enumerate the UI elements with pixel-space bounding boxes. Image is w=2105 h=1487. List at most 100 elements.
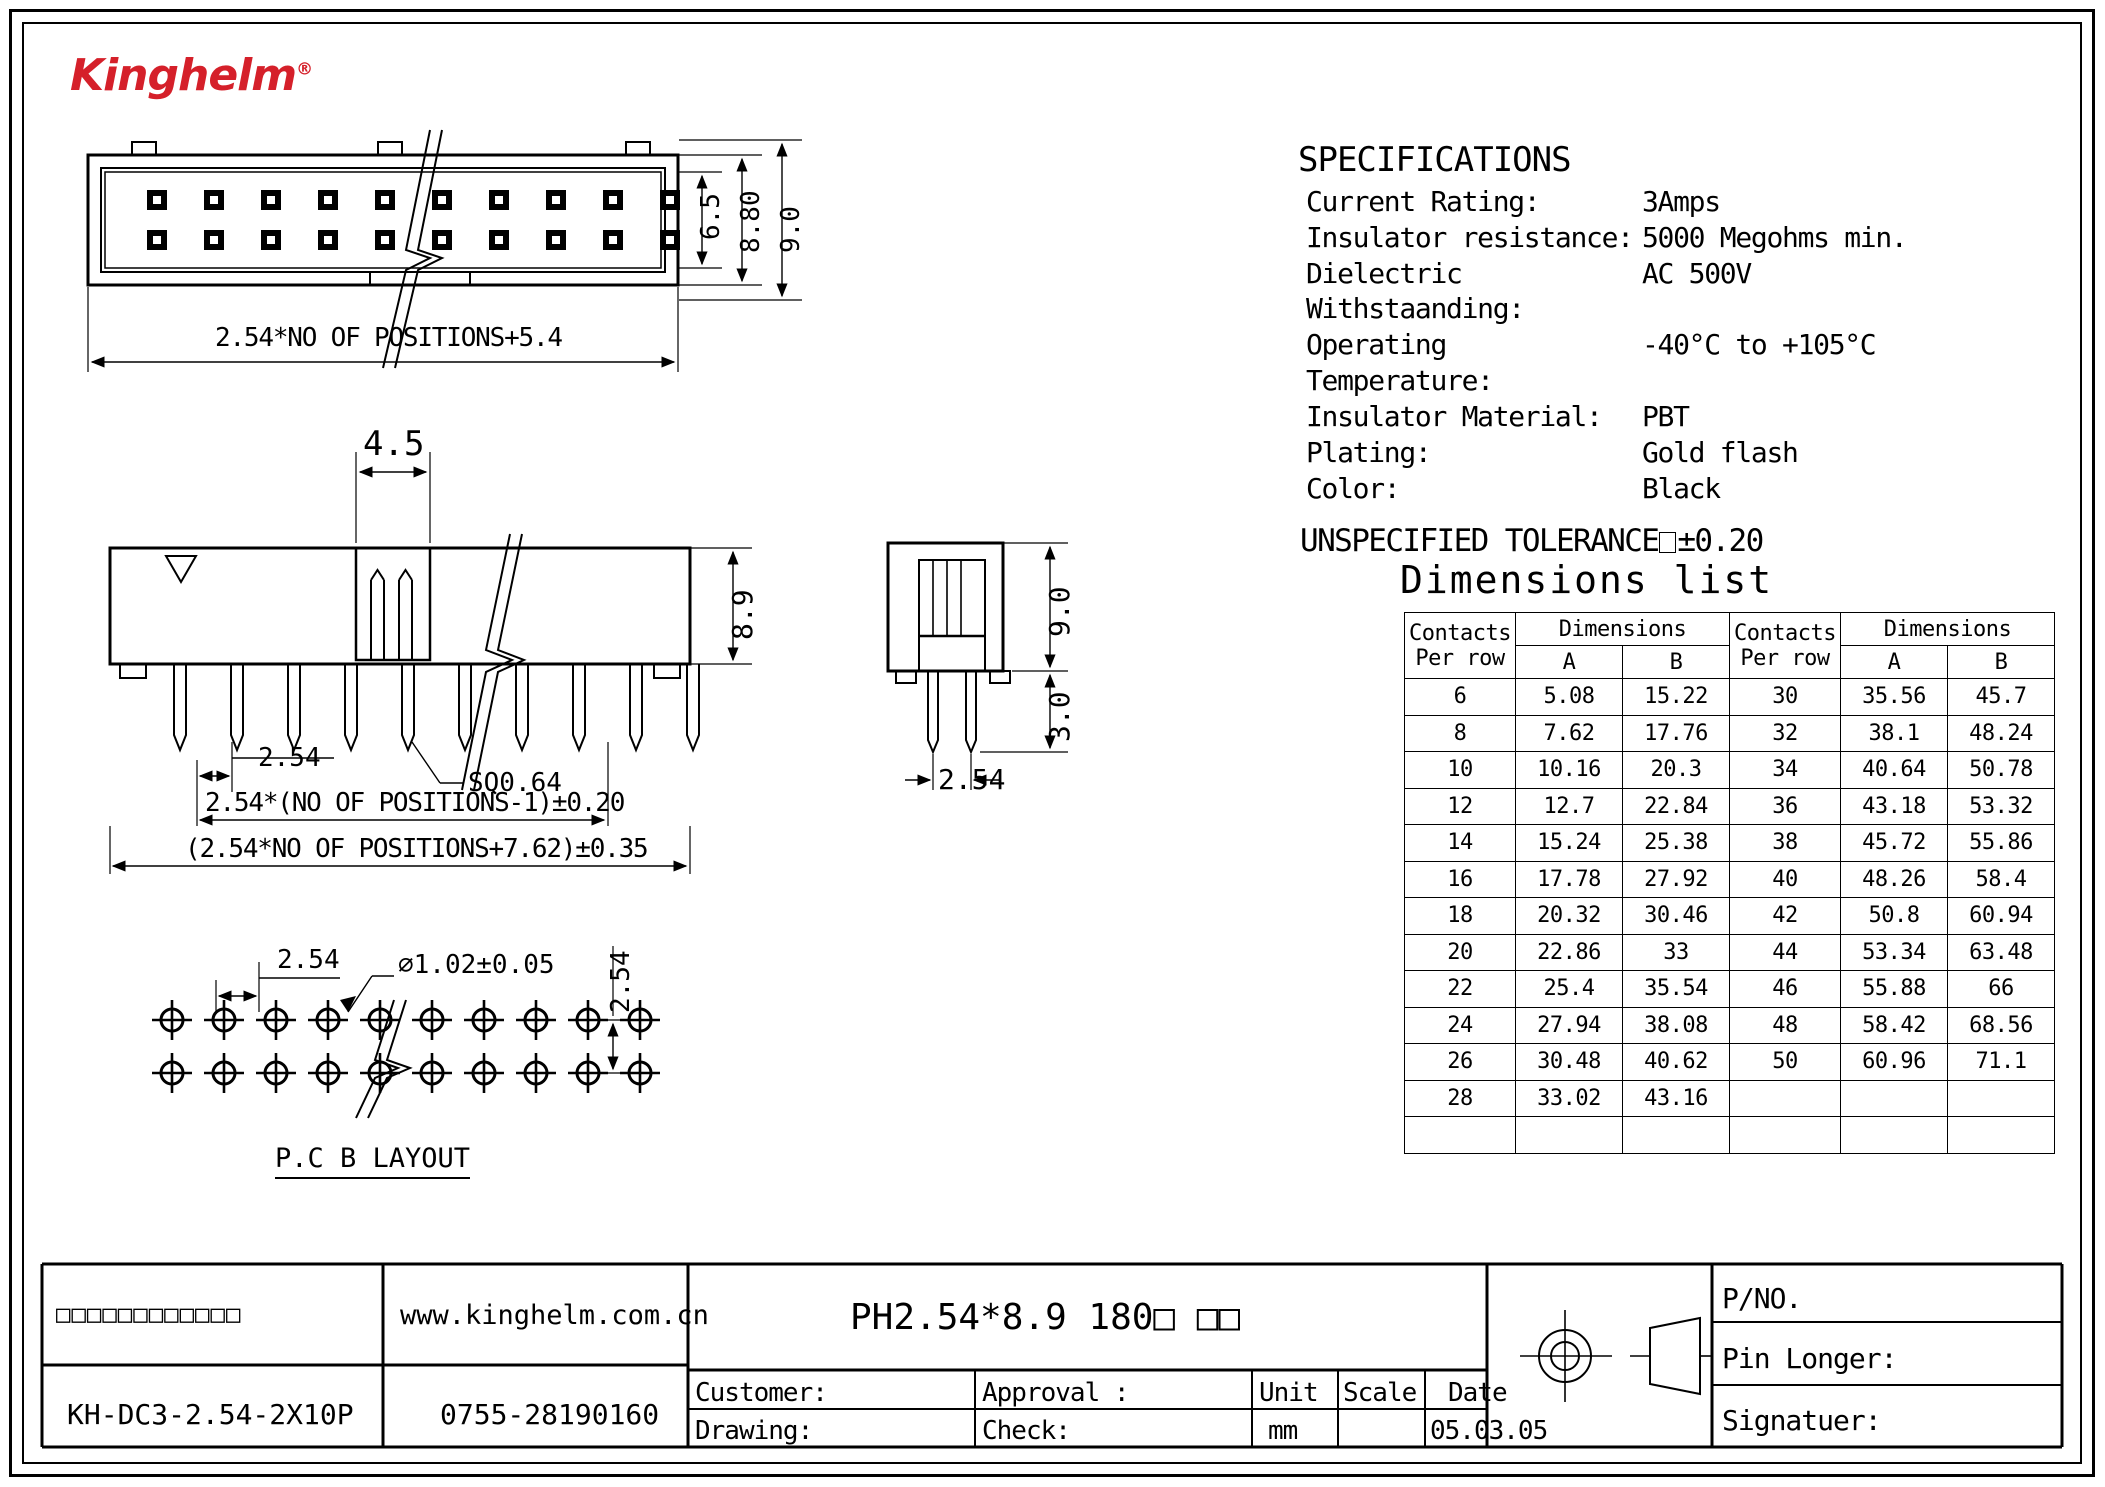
unit-value: mm: [1268, 1416, 1298, 1446]
table-cell-b2: 53.32: [1947, 787, 2055, 825]
spec-value: 3Amps: [1642, 185, 1721, 218]
table-cell-c2: 38: [1729, 824, 1841, 862]
table-cell-a1: 12.7: [1515, 787, 1623, 825]
header-line1: Contacts: [1409, 620, 1511, 646]
part-number: KH-DC3-2.54-2X10P: [67, 1398, 354, 1431]
pcb-pitch-x-dimension: 2.54: [277, 945, 340, 975]
table-cell-a2: 43.18: [1840, 787, 1948, 825]
table-cell-a1: 10.16: [1515, 751, 1623, 789]
spec-row-color: Color: Black: [1298, 471, 1906, 507]
table-cell-a1: 30.48: [1515, 1043, 1623, 1081]
table-cell-a2: 55.88: [1840, 970, 1948, 1008]
header-b-right: B: [1947, 645, 2055, 679]
table-cell-c2: 46: [1729, 970, 1841, 1008]
spec-label: Plating:: [1306, 435, 1432, 469]
header-line2: Per row: [1415, 645, 1505, 671]
spec-value: -40°C to +105°C: [1642, 328, 1877, 362]
scale-label: Scale: [1343, 1378, 1417, 1408]
table-cell-c2: 48: [1729, 1006, 1841, 1044]
table-cell-a1: 20.32: [1515, 897, 1623, 935]
front-view-dim-8-9: 8.9: [726, 589, 759, 640]
cjk-placeholder-glyph: [1659, 532, 1677, 554]
table-cell-c2: 50: [1729, 1043, 1841, 1081]
table-cell-b2: 60.94: [1947, 897, 2055, 935]
table-cell-a2: 58.42: [1840, 1006, 1948, 1044]
table-cell-b2: 63.48: [1947, 933, 2055, 971]
table-cell-a2: 60.96: [1840, 1043, 1948, 1081]
table-cell-b2: 45.7: [1947, 678, 2055, 716]
header-contacts-per-row-left: Contacts Per row: [1404, 612, 1516, 679]
table-cell-c1: 8: [1404, 714, 1516, 752]
front-view-dim-4-5: 4.5: [363, 424, 425, 464]
spec-value: Black: [1642, 471, 1721, 505]
table-cell-b1: 43.16: [1622, 1079, 1730, 1117]
table-cell-b2: 68.56: [1947, 1006, 2055, 1044]
registered-mark-icon: ®: [296, 59, 313, 80]
table-cell-a2: [1840, 1079, 1948, 1117]
spec-value: 5000 Megohms min.: [1642, 220, 1908, 254]
table-cell-empty: [1729, 1116, 1841, 1154]
pcb-hole-diameter-dimension: ⌀1.02±0.05: [398, 950, 555, 980]
table-cell-c2: [1729, 1079, 1841, 1117]
table-cell-c1: 12: [1404, 787, 1516, 825]
table-cell-b2: 50.78: [1947, 751, 2055, 789]
spec-row-current-rating: Current Rating: 3Amps: [1298, 184, 1906, 220]
table-cell-c2: 42: [1729, 897, 1841, 935]
header-dimensions-left: Dimensions: [1515, 612, 1730, 646]
table-cell-b2: 71.1: [1947, 1043, 2055, 1081]
table-cell-c2: 32: [1729, 714, 1841, 752]
table-cell-a2: 53.34: [1840, 933, 1948, 971]
signature-label: Signatuer:: [1722, 1404, 1882, 1437]
spec-label: Current Rating:: [1306, 185, 1541, 218]
table-cell-empty: [1947, 1116, 2055, 1154]
table-cell-b1: 27.92: [1622, 860, 1730, 898]
kinghelm-logo: Kinghelm®: [70, 50, 313, 101]
top-view-width-dimension: 2.54*NO OF POSITIONS+5.4: [215, 323, 563, 353]
table-cell-a2: 38.1: [1840, 714, 1948, 752]
spec-label: Color:: [1306, 471, 1401, 505]
header-a-left: A: [1515, 645, 1623, 679]
tolerance-value: ±0.20: [1677, 523, 1764, 560]
table-cell-b2: [1947, 1079, 2055, 1117]
spec-row-plating: Plating: Gold flash: [1298, 435, 1906, 471]
table-cell-b1: 35.54: [1622, 970, 1730, 1008]
header-line1: Contacts: [1734, 620, 1836, 646]
table-row-spacer: [1404, 1116, 2055, 1154]
table-cell-a2: 48.26: [1840, 860, 1948, 898]
top-view-dim-6-5: 6.5: [696, 193, 726, 240]
logo-text: Kinghelm: [70, 50, 297, 101]
table-cell-a1: 17.78: [1515, 860, 1623, 898]
table-cell-a1: 22.86: [1515, 933, 1623, 971]
table-cell-b1: 20.3: [1622, 751, 1730, 789]
date-value: 05.03.05: [1430, 1416, 1548, 1446]
spec-row-insulator-resistance: Insulator resistance: 5000 Megohms min.: [1298, 220, 1908, 256]
table-cell-b1: 17.76: [1622, 714, 1730, 752]
spec-label: Operating Temperature:: [1306, 328, 1494, 398]
table-cell-b1: 33: [1622, 933, 1730, 971]
drawing-title: PH2.54*8.9 180□ □□: [850, 1297, 1241, 1338]
website[interactable]: www.kinghelm.com.cn: [400, 1300, 709, 1331]
table-cell-c1: 14: [1404, 824, 1516, 862]
spec-value: Gold flash: [1642, 435, 1799, 469]
dimensions-list-table: Contacts Per row Dimensions Contacts Per…: [1404, 612, 2055, 1154]
table-cell-c1: 20: [1404, 933, 1516, 971]
spec-label: Insulator Material:: [1306, 399, 1603, 433]
unspecified-tolerance: UNSPECIFIED TOLERANCE±0.20: [1298, 523, 1906, 559]
sheet-border-outer: [9, 9, 2095, 1477]
spec-label: Dielectric Withstaanding:: [1306, 256, 1525, 326]
date-label: Date: [1448, 1378, 1508, 1408]
unit-label: Unit: [1259, 1378, 1319, 1408]
spec-row-operating-temperature: Operating Temperature: -40°C to +105°C: [1298, 327, 1906, 399]
table-cell-empty: [1840, 1116, 1948, 1154]
table-cell-a1: 5.08: [1515, 678, 1623, 716]
table-cell-a2: 50.8: [1840, 897, 1948, 935]
sheet-border-inner: [22, 22, 2082, 1464]
